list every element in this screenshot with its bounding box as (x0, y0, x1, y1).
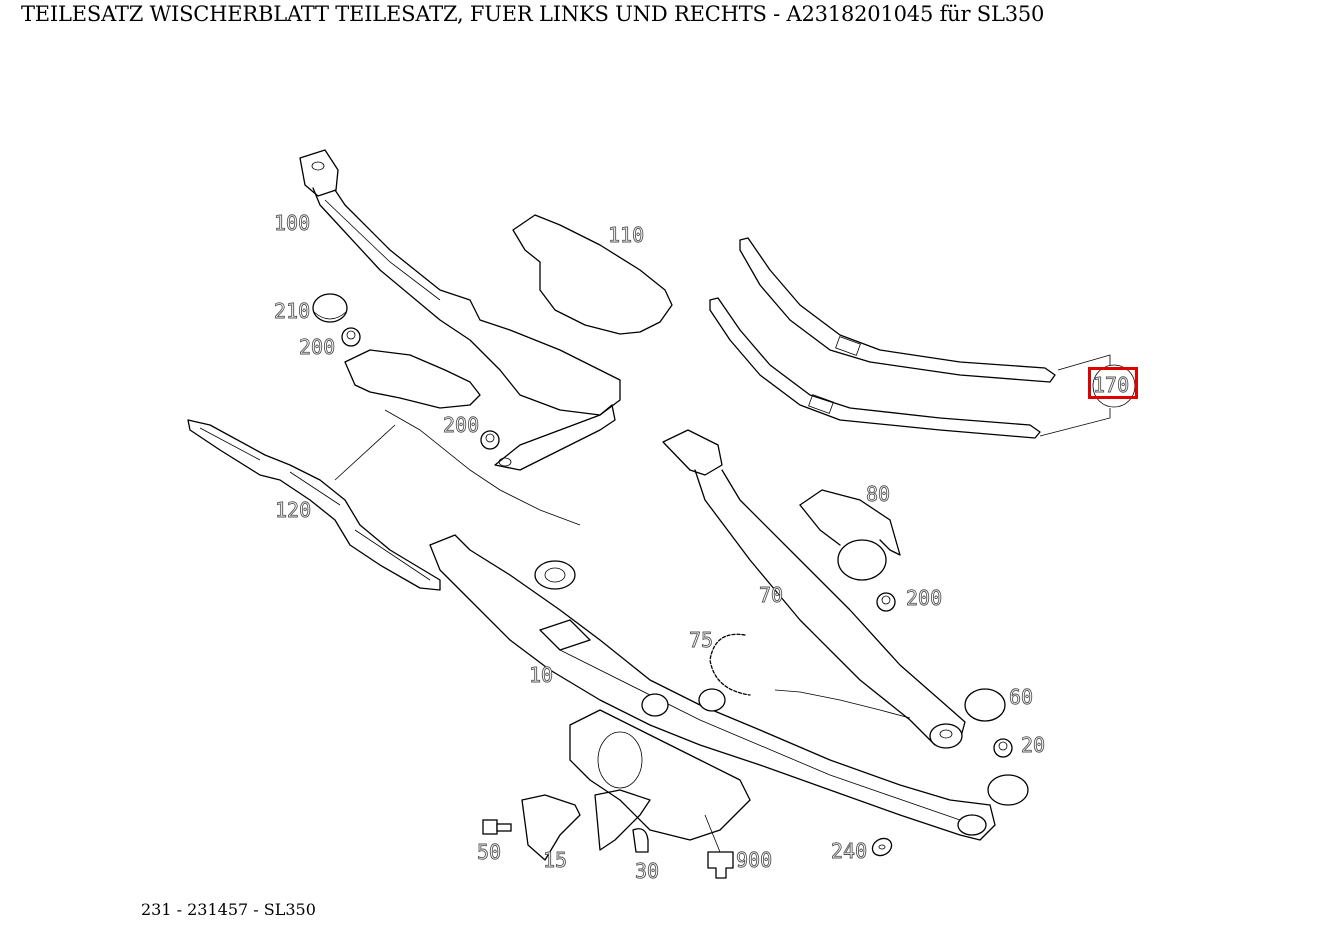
part-900-label[interactable] (704, 814, 734, 879)
part-80-cover-cap[interactable] (799, 489, 901, 581)
part-70-wiper-arm-right[interactable] (662, 429, 966, 749)
part-60-cap[interactable] (964, 688, 1006, 722)
callout-200[interactable]: 200 (443, 413, 480, 437)
part-20-nut[interactable] (993, 738, 1013, 758)
callout-80[interactable]: 80 (866, 482, 891, 506)
part-15-bracket[interactable] (521, 789, 651, 861)
callout-200[interactable]: 200 (906, 586, 943, 610)
part-10-wiper-linkage[interactable] (429, 534, 1029, 841)
callout-110[interactable]: 110 (608, 223, 645, 247)
callout-210[interactable]: 210 (274, 299, 311, 323)
part-120-blade-insert[interactable] (187, 419, 441, 591)
callout-60[interactable]: 60 (1009, 685, 1034, 709)
callout-170[interactable]: 170 (1093, 373, 1130, 397)
part-200-nut[interactable] (341, 327, 896, 612)
callout-100[interactable]: 100 (274, 211, 311, 235)
callout-20[interactable]: 20 (1021, 733, 1046, 757)
callout-15[interactable]: 15 (543, 848, 568, 872)
part-50-bolt[interactable] (482, 819, 512, 835)
callout-10[interactable]: 10 (529, 663, 554, 687)
callout-120[interactable]: 120 (275, 498, 312, 522)
part-170-wiper-blades[interactable] (709, 237, 1136, 439)
page-title: TEILESATZ WISCHERBLATT TEILESATZ, FUER L… (21, 2, 1045, 26)
callout-70[interactable]: 70 (759, 583, 784, 607)
part-100-wiper-arm-left[interactable] (299, 149, 621, 416)
callout-30[interactable]: 30 (635, 859, 660, 883)
callout-200[interactable]: 200 (299, 335, 336, 359)
part-wiper-motor[interactable] (569, 709, 751, 841)
part-210-cap[interactable] (312, 293, 348, 323)
part-75-cable-protector[interactable] (709, 633, 911, 719)
callout-240[interactable]: 240 (831, 839, 868, 863)
part-110-cover[interactable] (512, 214, 673, 335)
callout-50[interactable]: 50 (477, 840, 502, 864)
callout-900[interactable]: 900 (736, 848, 773, 872)
callout-75[interactable]: 75 (689, 628, 714, 652)
diagram-caption: 231 - 231457 - SL350 (141, 900, 316, 919)
part-240-washer[interactable] (869, 835, 894, 859)
part-bracket-link[interactable] (344, 349, 616, 526)
part-30-grommet[interactable] (632, 828, 649, 853)
